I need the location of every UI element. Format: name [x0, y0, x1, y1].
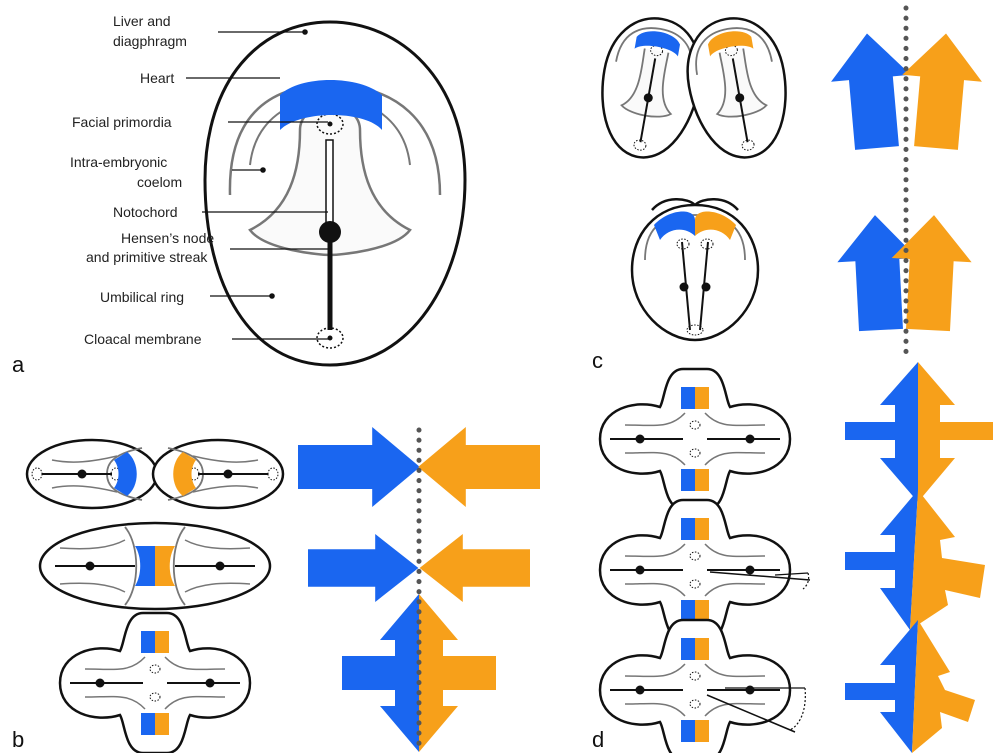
arrows-d-row3: [845, 620, 975, 753]
embryo-b-fused: [40, 523, 270, 609]
umbilical-label: Umbilical ring: [100, 289, 184, 305]
embryo-b-right: [153, 440, 283, 508]
panel-label-a: a: [12, 352, 25, 377]
embryo-d-1: [600, 369, 790, 509]
panel-c: c: [591, 8, 986, 373]
arrows-d-row2: [845, 490, 985, 630]
embryo-c-right: [679, 11, 798, 166]
embryo-d-3: [600, 620, 805, 753]
liver-label-2: diagphragm: [113, 33, 187, 49]
heart-label: Heart: [140, 70, 174, 86]
panel-a: Liver and diagphragm Heart Facial primor…: [12, 13, 465, 377]
notochord-label: Notochord: [113, 204, 178, 220]
panel-b: b: [12, 427, 540, 753]
panel-label-c: c: [592, 348, 603, 373]
panel-label-d: d: [592, 727, 604, 752]
arrows-d-row1: [845, 362, 993, 502]
embryo-b-cross: [60, 613, 250, 753]
hensen-label: Hensen’s node: [121, 230, 214, 246]
facial-label: Facial primordia: [72, 114, 172, 130]
coelom-label: Intra-embryonic: [70, 154, 167, 170]
embryo-diagram: [205, 22, 465, 365]
liver-label: Liver and: [113, 13, 171, 29]
panel-d: d: [592, 362, 993, 753]
coelom-label-2: coelom: [137, 174, 182, 190]
cloacal-label: Cloacal membrane: [84, 331, 202, 347]
hensen-label-2: and primitive streak: [86, 249, 208, 265]
embryo-b-left: [27, 440, 157, 508]
embryo-c-fused: [632, 199, 758, 340]
panel-label-b: b: [12, 727, 24, 752]
